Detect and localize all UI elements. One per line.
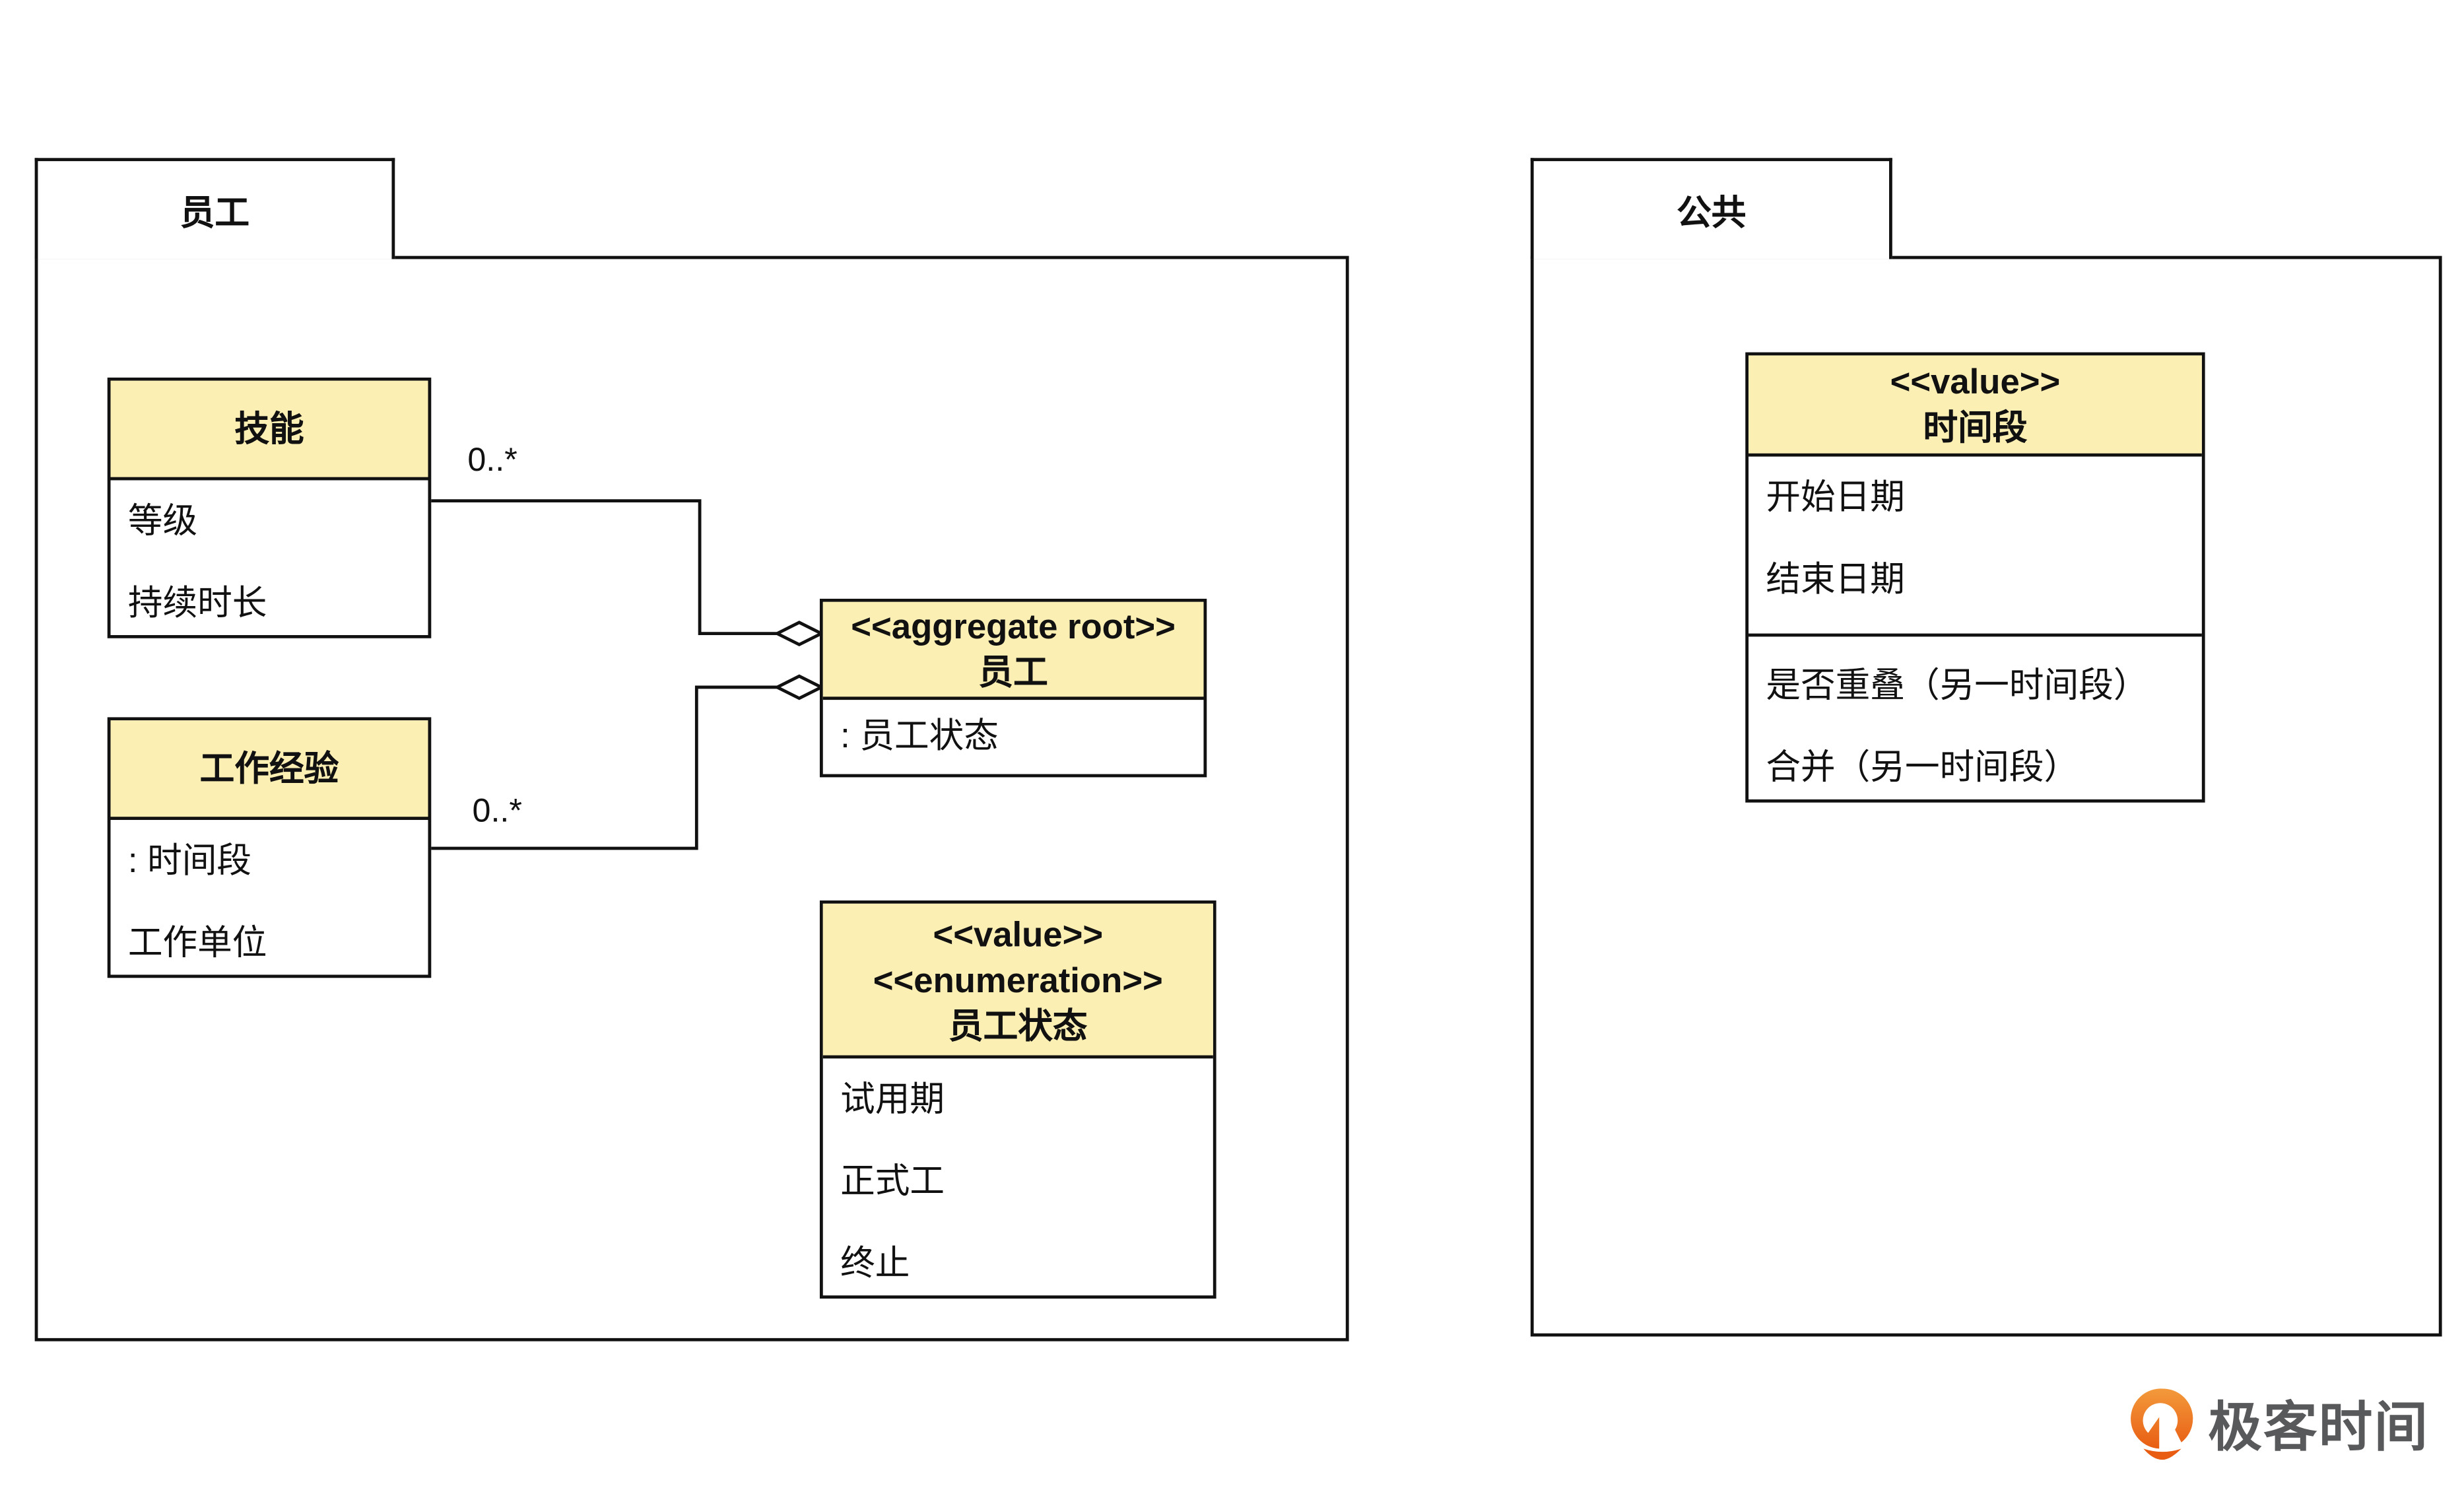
multiplicity-label: 0..* xyxy=(472,793,522,830)
operation: 合并（另一时间段） xyxy=(1766,747,2079,787)
enum-value: 终止 xyxy=(840,1243,910,1283)
class-work-experience: 工作经验 : 时间段 工作单位 xyxy=(107,717,432,978)
class-time-period: <<value>> 时间段 开始日期 结束日期 是否重叠（另一时间段） 合并（另… xyxy=(1745,352,2205,803)
class-header: <<aggregate root>> 员工 xyxy=(822,601,1204,700)
stereotype: <<enumeration>> xyxy=(873,959,1163,1000)
association-experience-line xyxy=(429,685,778,850)
enum-value: 正式工 xyxy=(840,1161,945,1201)
class-skill: 技能 等级 持续时长 xyxy=(107,377,432,638)
association-skill-line xyxy=(429,499,778,635)
class-name: 员工状态 xyxy=(948,1005,1088,1045)
attributes-section: 开始日期 结束日期 xyxy=(1748,457,2202,637)
class-name: 员工 xyxy=(978,652,1048,693)
class-name: 时间段 xyxy=(1923,407,2028,448)
geektime-logo-icon xyxy=(2131,1388,2193,1459)
logo-text: 极客时间 xyxy=(2208,1398,2430,1458)
package-employee-name: 员工 xyxy=(180,192,250,232)
stereotype: <<aggregate root>> xyxy=(851,606,1176,646)
attribute: : 时间段 xyxy=(127,840,252,880)
class-employee: <<aggregate root>> 员工 : 员工状态 xyxy=(819,598,1207,778)
operations-section: 是否重叠（另一时间段） 合并（另一时间段） xyxy=(1748,636,2202,809)
class-header: <<value>> 时间段 xyxy=(1748,355,2202,457)
stereotype: <<value>> xyxy=(1890,361,2061,401)
package-common-name: 公共 xyxy=(1677,192,1747,232)
attribute: 持续时长 xyxy=(127,583,267,623)
class-name: 技能 xyxy=(234,409,304,449)
multiplicity-label: 0..* xyxy=(467,442,517,479)
aggregation-diamond-icon xyxy=(774,674,825,700)
package-employee-tab: 员工 xyxy=(34,158,395,259)
attribute: 开始日期 xyxy=(1766,477,1905,517)
class-name: 工作经验 xyxy=(199,749,339,789)
attribute: 等级 xyxy=(127,500,198,541)
class-header: <<value>> <<enumeration>> 员工状态 xyxy=(822,903,1213,1059)
attribute: 工作单位 xyxy=(127,922,267,963)
stereotype: <<value>> xyxy=(933,914,1104,954)
geektime-logo: 极客时间 xyxy=(2129,1384,2430,1461)
attribute: : 员工状态 xyxy=(840,716,999,755)
class-header: 工作经验 xyxy=(110,720,428,820)
class-employee-status: <<value>> <<enumeration>> 员工状态 试用期 正式工 终… xyxy=(819,900,1216,1299)
class-header: 技能 xyxy=(110,380,428,481)
operation: 是否重叠（另一时间段） xyxy=(1766,665,2148,705)
attribute: 结束日期 xyxy=(1766,559,1905,599)
aggregation-diamond-icon xyxy=(774,621,825,647)
enum-value: 试用期 xyxy=(840,1079,945,1119)
package-common-tab: 公共 xyxy=(1530,158,1892,259)
